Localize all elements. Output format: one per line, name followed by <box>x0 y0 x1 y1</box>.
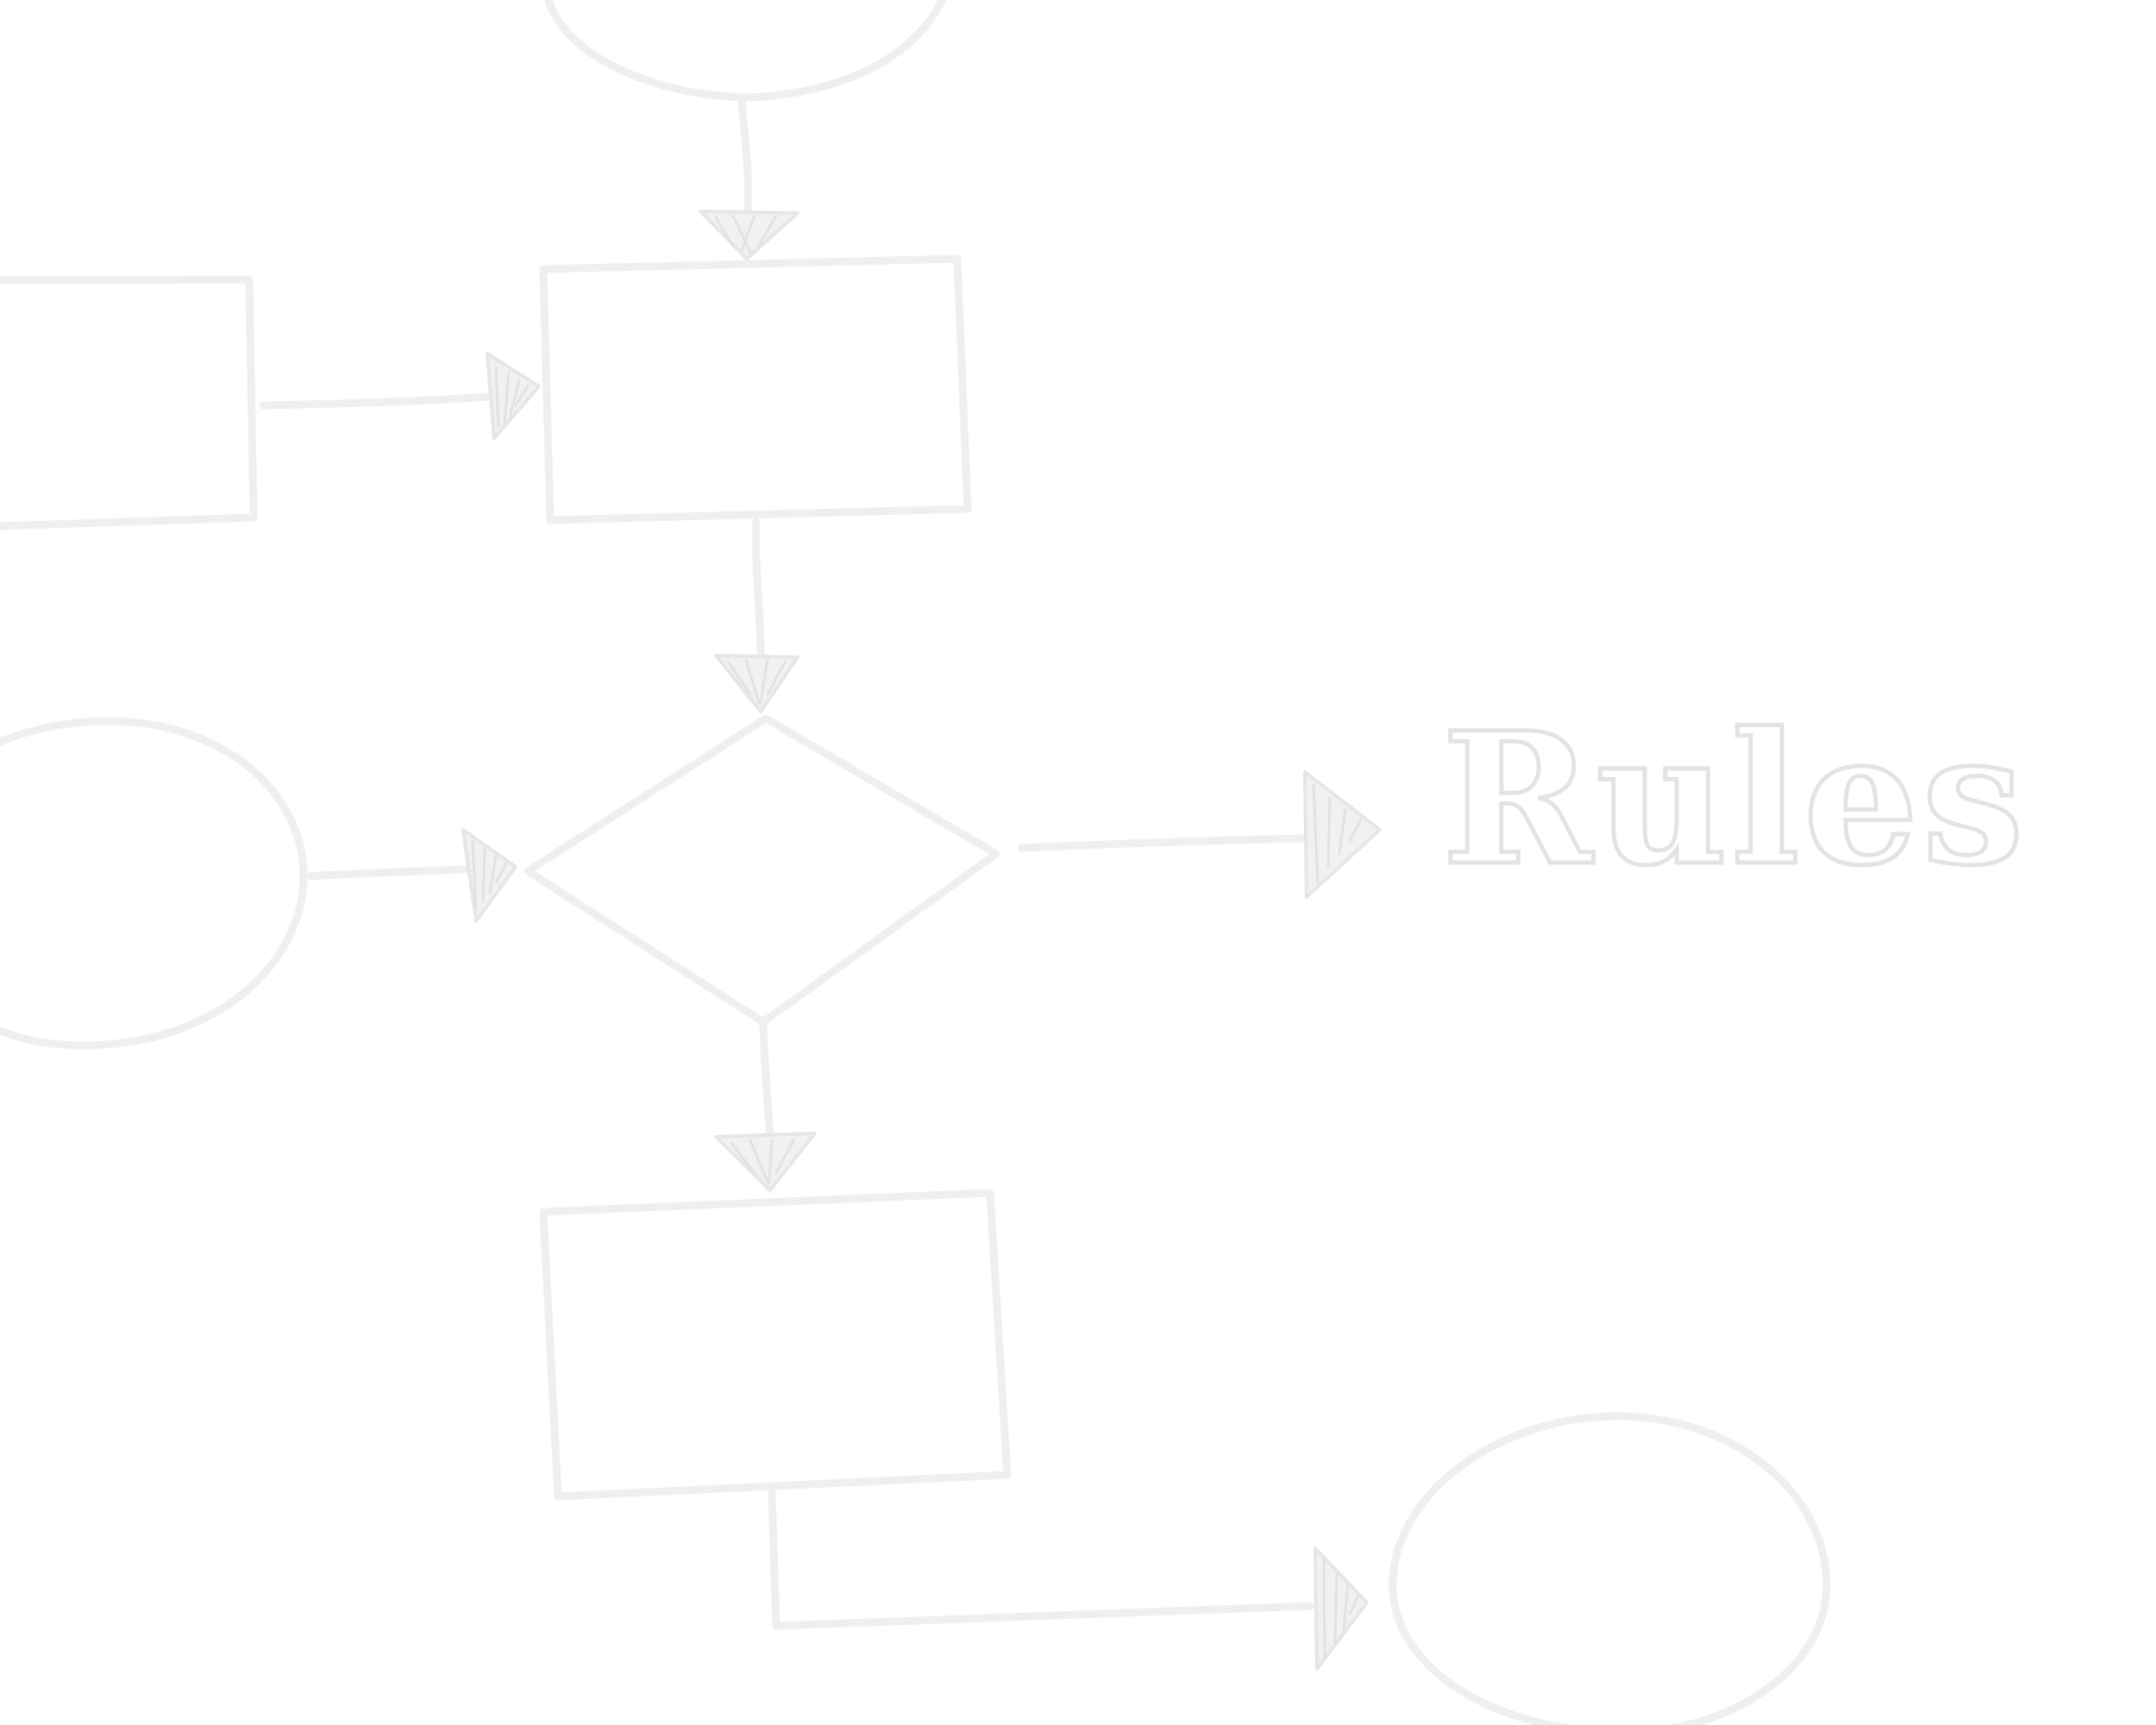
arrowhead-left-terminator-to-decision <box>461 828 517 923</box>
arrowhead-bottom-to-terminator <box>1313 1546 1369 1671</box>
connector-decision-to-rules <box>1018 834 1311 852</box>
process-main <box>539 254 972 524</box>
rules-label: Rules <box>1442 693 2028 906</box>
terminator-top <box>544 0 946 102</box>
arrowhead-top-to-main <box>699 210 799 260</box>
arrowhead-main-to-decision <box>714 654 799 713</box>
connector-decision-to-bottom <box>759 1022 774 1141</box>
terminator-left <box>0 717 308 1050</box>
connector-main-to-decision <box>752 518 765 660</box>
arrowhead-decision-to-rules <box>1303 770 1382 899</box>
connector-top-to-main <box>737 97 752 220</box>
connector-left-to-main <box>259 392 492 410</box>
connector-bottom-to-terminator <box>768 1488 1315 1630</box>
decision-diamond <box>523 714 1000 1026</box>
process-bottom <box>539 1189 1012 1501</box>
arrowhead-decision-to-bottom <box>714 1132 817 1192</box>
connector-left-terminator-to-decision <box>306 865 470 881</box>
terminator-bottom-right <box>1388 1412 1831 1725</box>
arrowhead-left-to-main <box>486 352 541 440</box>
process-left <box>0 275 258 530</box>
